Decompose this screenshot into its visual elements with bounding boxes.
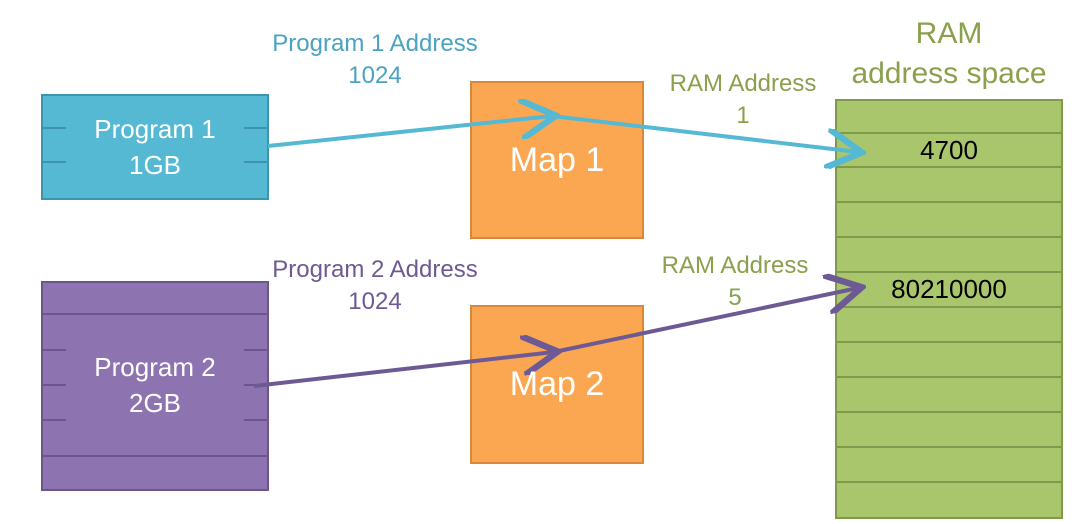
map2-label: Map 2 xyxy=(471,306,643,463)
ram-address1-label: RAM Address 1 xyxy=(648,68,838,132)
arrow-map2-to-ram xyxy=(553,288,858,354)
ram-title: RAM address space xyxy=(836,14,1062,94)
program1-address-line1: Program 1 Address xyxy=(272,30,478,57)
ram-title-line2: address space xyxy=(851,57,1047,90)
program1-address-label: Program 1 Address 1024 xyxy=(248,28,502,92)
map1-text: Map 1 xyxy=(509,140,605,179)
program2-address-label: Program 2 Address 1024 xyxy=(248,254,502,318)
ram-address2-label: RAM Address 5 xyxy=(640,250,830,314)
ram-cell-value1: 4700 xyxy=(920,135,978,165)
program1-size: 1GB xyxy=(128,150,182,180)
program2-address-line2: 1024 xyxy=(348,288,402,315)
program2-size: 2GB xyxy=(128,388,182,418)
ram-title-line1: RAM xyxy=(915,17,983,50)
program1-name: Program 1 xyxy=(94,114,216,144)
map2-text: Map 2 xyxy=(509,365,605,403)
program2-label: Program 2 2GB xyxy=(42,314,268,456)
program2-address-line1: Program 2 Address xyxy=(272,256,478,283)
program1-block xyxy=(41,94,269,200)
map1-label: Map 1 xyxy=(471,82,643,238)
arrow-program2-to-map2 xyxy=(253,352,554,388)
ram-address2-line2: 5 xyxy=(728,284,742,311)
ram-address1-line2: 1 xyxy=(736,102,750,129)
arrow-program1-to-map1 xyxy=(267,116,552,148)
program1-address-line2: 1024 xyxy=(348,62,402,89)
ram-column xyxy=(835,99,1063,519)
program2-block xyxy=(41,281,269,491)
ram-address2-line1: RAM Address xyxy=(661,252,809,279)
program1-label: Program 1 1GB xyxy=(42,95,268,199)
arrow-map1-to-ram xyxy=(551,114,858,152)
ram-cell-value2: 80210000 xyxy=(891,274,1007,304)
map2-block xyxy=(470,305,644,464)
ram-address1-line1: RAM Address xyxy=(669,70,817,97)
program2-name: Program 2 xyxy=(94,352,216,382)
